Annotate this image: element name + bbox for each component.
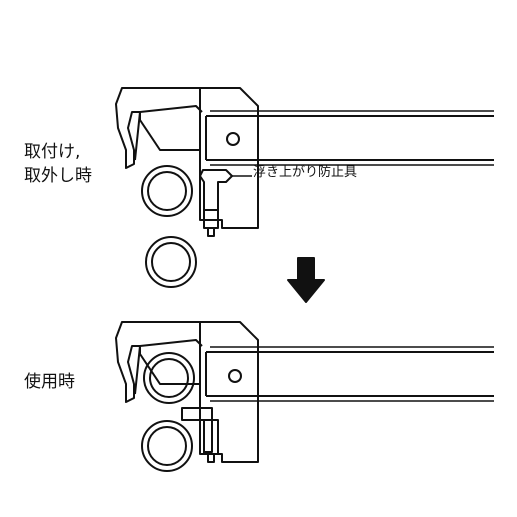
- top-figure: [115, 87, 494, 288]
- mounting-state-label: 取付け, 取外し時: [24, 140, 92, 188]
- bottom-upper-pipe-outer: [143, 352, 195, 404]
- top-long-bar: [205, 115, 494, 161]
- top-lower-pipe-inner: [151, 242, 191, 282]
- top-clamp-hook: [134, 105, 203, 161]
- down-arrow-icon: [287, 257, 325, 303]
- top-upper-pipe-outer: [141, 165, 193, 217]
- mounting-label-line1: 取付け,: [24, 142, 81, 162]
- top-upper-pipe-inner: [147, 171, 187, 211]
- bottom-bar-hole: [228, 369, 242, 383]
- top-lower-pipe-outer: [145, 236, 197, 288]
- bottom-clamp-body: [115, 321, 259, 463]
- bottom-lower-pipe-inner: [147, 426, 187, 466]
- top-anti-lift-device: [199, 169, 233, 211]
- in-use-state-label: 使用時: [24, 372, 75, 392]
- top-bar-hole: [226, 132, 240, 146]
- bottom-upper-pipe-inner: [149, 358, 189, 398]
- mounting-label-line2: 取外し時: [24, 166, 92, 186]
- bottom-figure: [115, 321, 494, 472]
- bottom-lower-pipe-outer: [141, 420, 193, 472]
- bottom-long-bar: [205, 351, 494, 397]
- anti-lift-device-callout: 浮き上がり防止具: [253, 165, 358, 180]
